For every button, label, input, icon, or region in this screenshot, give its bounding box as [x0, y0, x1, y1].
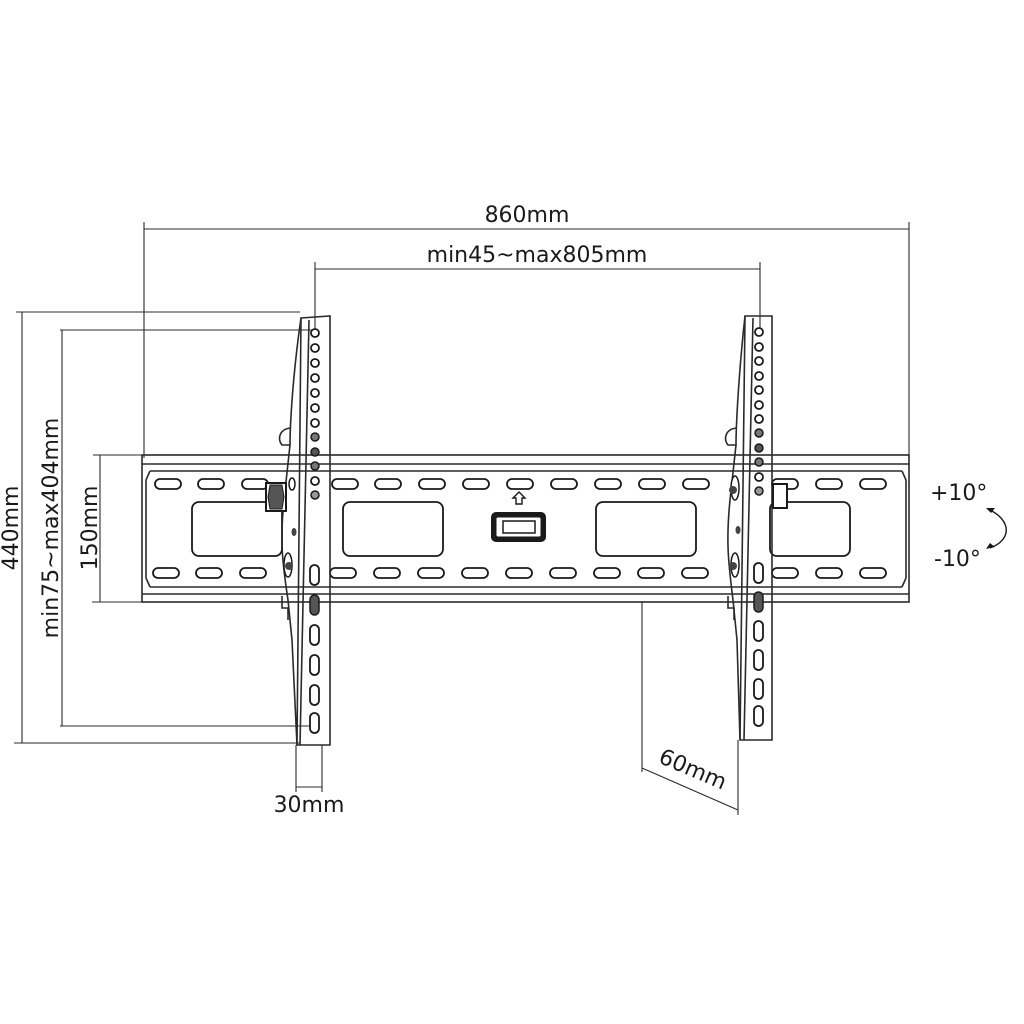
arm-width-label: 30mm	[274, 793, 345, 818]
overall-height-label: 440mm	[0, 486, 24, 571]
bottom-slots	[152, 567, 887, 579]
tilt-arrow-icon	[987, 508, 1007, 549]
dim-overall-height: 440mm	[0, 311, 300, 744]
tilt-down-label: -10°	[934, 547, 981, 572]
overall-width-label: 860mm	[485, 203, 570, 228]
bubble-level-icon	[491, 491, 546, 542]
dim-arm-hole-range: min75~max404mm	[39, 329, 312, 727]
dim-overall-width: 860mm	[143, 203, 910, 458]
right-arm-holes	[753, 327, 764, 727]
arm-spacing-label: min45~max805mm	[427, 243, 648, 268]
tilt-up-label: +10°	[930, 481, 987, 506]
top-slots	[154, 478, 887, 490]
wall-depth-label: 60mm	[655, 745, 730, 796]
dim-arm-width: 30mm	[274, 745, 345, 818]
right-arm	[724, 315, 788, 741]
dim-wall-depth: 60mm	[641, 602, 739, 815]
arm-hole-range-label: min75~max404mm	[39, 418, 64, 639]
wall-plate	[141, 454, 910, 603]
tilt-indicator: +10° -10°	[930, 481, 1007, 572]
dim-arm-spacing: min45~max805mm	[314, 243, 761, 330]
left-arm	[265, 315, 331, 746]
left-arm-holes	[309, 328, 320, 734]
dim-plate-height: 150mm	[78, 454, 142, 603]
plate-height-label: 150mm	[78, 486, 103, 571]
